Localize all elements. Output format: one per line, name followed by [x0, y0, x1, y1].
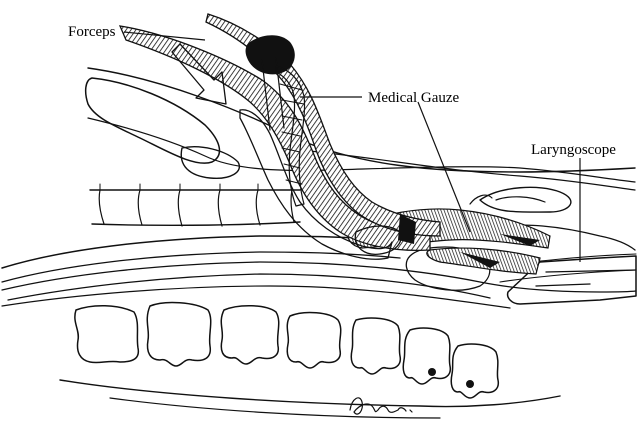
upper-tissue	[88, 68, 635, 190]
hyoid-bone	[86, 78, 240, 178]
tracheal-rings	[90, 184, 300, 226]
label-forceps: Forceps	[68, 24, 116, 40]
label-medical-gauze: Medical Gauze	[368, 90, 460, 106]
label-laryngoscope: Laryngoscope	[531, 142, 616, 158]
spinal-canal	[60, 380, 560, 418]
cervical-vertebrae	[75, 303, 498, 398]
